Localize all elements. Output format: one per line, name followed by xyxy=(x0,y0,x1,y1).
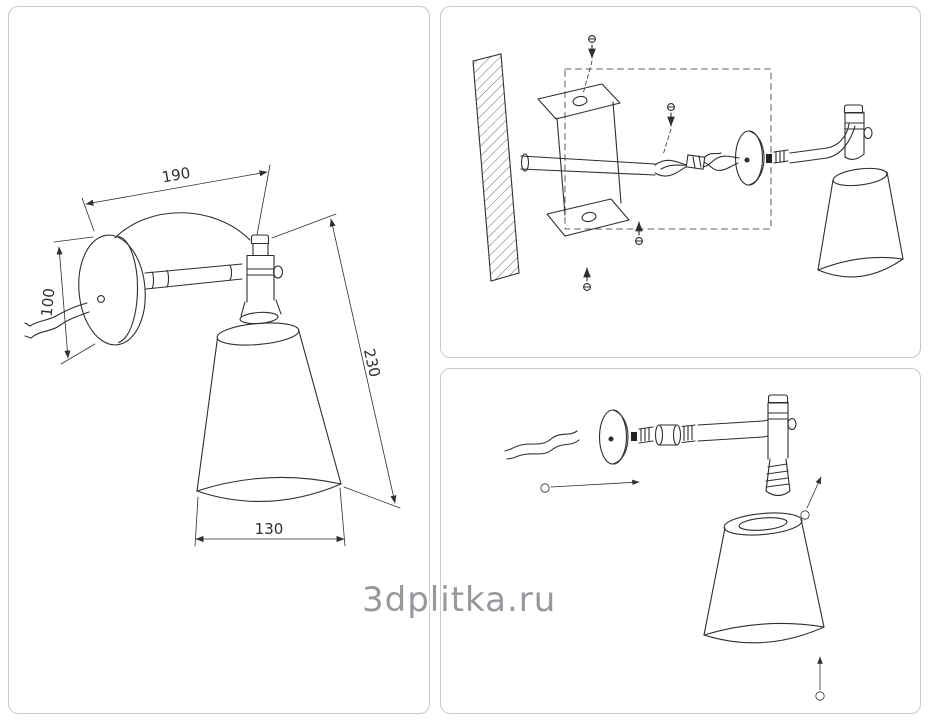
assembly-arrow-diagonal xyxy=(800,476,822,520)
panel-dimension-drawing: 190 100 230 130 xyxy=(8,6,430,714)
connector-sleeve xyxy=(654,424,682,446)
panel-installation-diagram xyxy=(440,6,921,358)
lock-nut xyxy=(631,432,637,441)
bracket-arm xyxy=(520,153,656,176)
exploded-view-svg xyxy=(504,394,825,701)
canopy-disc xyxy=(734,130,765,186)
lampshade xyxy=(817,167,904,278)
lock-nut xyxy=(766,154,772,163)
dimension-arm-length: 190 xyxy=(81,164,271,236)
assembly-arrow-vertical xyxy=(815,656,825,701)
lamp-arm xyxy=(789,123,856,164)
screw-leader-dashed xyxy=(582,60,672,156)
power-wire xyxy=(24,302,90,339)
screw-icon xyxy=(668,104,675,126)
dimension-overall-height: 230 xyxy=(271,213,401,509)
dim-label-plate-height: 100 xyxy=(38,287,59,317)
installation-svg xyxy=(472,7,904,355)
wall-section xyxy=(472,53,520,282)
mounting-bracket xyxy=(537,83,630,237)
socket-thread xyxy=(765,458,791,497)
dim-label-arm-length: 190 xyxy=(160,164,191,187)
power-wire xyxy=(504,430,580,460)
wall-plate xyxy=(78,234,146,346)
screw-icon xyxy=(636,222,643,244)
lamp-holder xyxy=(762,394,797,460)
threaded-nipple xyxy=(773,149,789,164)
watermark: 3dplitka.ru xyxy=(362,580,557,620)
wires-terminal xyxy=(654,152,740,177)
assembly-arrow-horizontal xyxy=(540,479,640,493)
dimension-plate-height: 100 xyxy=(38,236,96,365)
lamp-holder xyxy=(239,234,284,325)
panel-exploded-view xyxy=(440,368,921,714)
screw-icon xyxy=(584,268,591,290)
dimension-shade-diameter: 130 xyxy=(194,487,346,547)
dim-label-shade-diameter: 130 xyxy=(255,520,284,538)
lamp-arm xyxy=(697,420,764,442)
screw-icon xyxy=(589,36,596,58)
dimension-drawing-svg: 190 100 230 130 xyxy=(24,164,401,547)
threaded-nipple-2 xyxy=(681,424,696,444)
dim-label-overall-height: 230 xyxy=(360,347,384,379)
lamp-holder xyxy=(843,104,873,160)
detail-outline-dashed xyxy=(564,68,772,230)
canopy-disc xyxy=(598,409,629,465)
lamp-arm xyxy=(144,263,243,290)
lampshade xyxy=(703,512,825,644)
threaded-nipple xyxy=(638,426,654,444)
arm-wire xyxy=(114,212,251,241)
lampshade xyxy=(196,322,342,502)
